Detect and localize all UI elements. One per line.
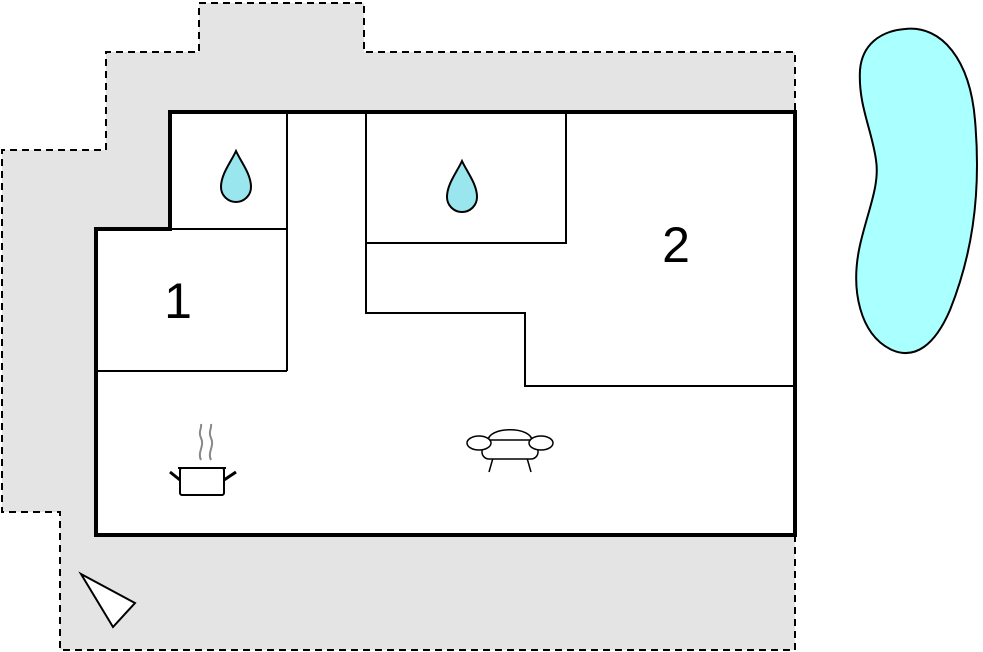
room-label-2: 2 — [662, 217, 690, 273]
interior-walls — [96, 112, 795, 387]
wall-bedroom-2 — [365, 243, 795, 387]
swimming-pool — [855, 27, 978, 355]
water-drop-icon — [219, 148, 253, 203]
cooking-pot-icon — [169, 423, 237, 496]
room-label-1: 1 — [164, 273, 192, 329]
sofa-icon — [466, 429, 554, 473]
wall-large-bathroom — [365, 112, 567, 244]
compass-north-icon — [78, 571, 137, 629]
water-drop-icon — [445, 158, 479, 213]
